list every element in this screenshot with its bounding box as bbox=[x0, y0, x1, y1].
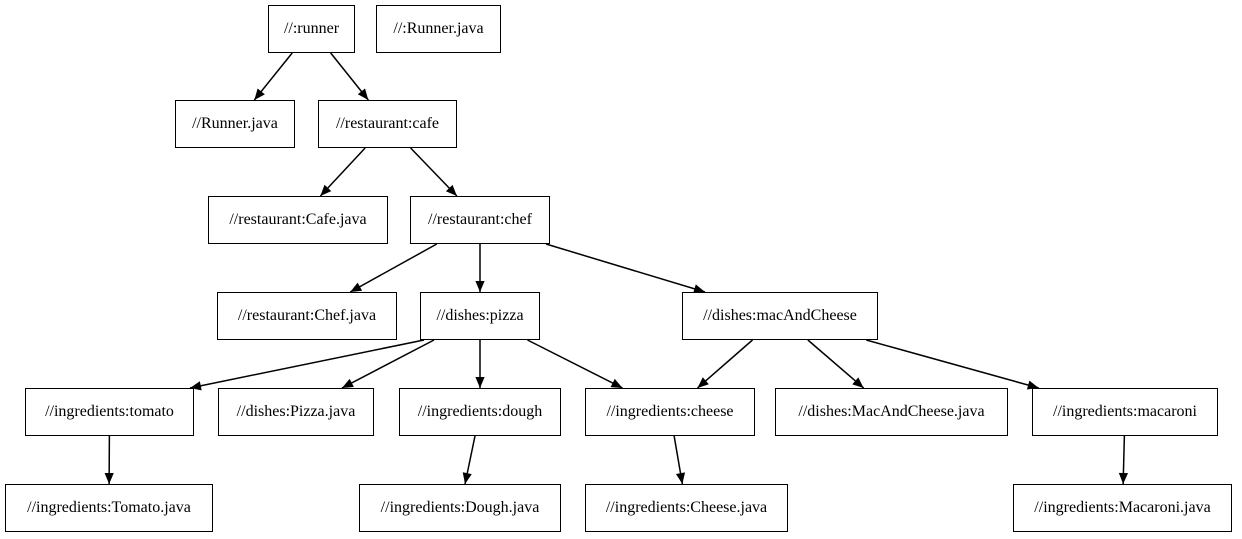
edge-cafe-chef bbox=[410, 147, 458, 197]
node-pizza-java: //dishes:Pizza.java bbox=[218, 388, 374, 436]
node-label: //ingredients:Macaroni.java bbox=[1034, 499, 1211, 516]
node-label: //Runner.java bbox=[192, 115, 278, 132]
node-label: //dishes:Pizza.java bbox=[236, 403, 356, 420]
node-label: //restaurant:cafe bbox=[335, 115, 440, 132]
node-label: //:runner bbox=[283, 20, 340, 37]
node-cheese-java: //ingredients:Cheese.java bbox=[585, 484, 788, 532]
node-macaroni-java: //ingredients:Macaroni.java bbox=[1013, 484, 1232, 532]
node-cafe-java: //restaurant:Cafe.java bbox=[208, 196, 388, 244]
edge-pizza-tomato bbox=[189, 339, 425, 391]
node-label: //:Runner.java bbox=[393, 20, 484, 37]
node-label: //restaurant:Chef.java bbox=[237, 307, 377, 324]
node-label: //ingredients:dough bbox=[417, 403, 543, 420]
node-runner-java-root: //:Runner.java bbox=[376, 5, 501, 53]
node-label: //ingredients:macaroni bbox=[1053, 403, 1197, 420]
edge-mac-and-cheese-mac-and-cheese-java bbox=[807, 339, 865, 389]
node-mac-and-cheese-java: //dishes:MacAndCheese.java bbox=[775, 388, 1008, 436]
node-label: //dishes:pizza bbox=[436, 307, 524, 324]
node-dough-java: //ingredients:Dough.java bbox=[359, 484, 561, 532]
node-pizza: //dishes:pizza bbox=[420, 292, 540, 340]
edge-mac-and-cheese-cheese bbox=[697, 339, 753, 389]
node-cafe: //restaurant:cafe bbox=[318, 100, 457, 148]
edge-cafe-cafe-java bbox=[319, 147, 366, 197]
node-tomato-java: //ingredients:Tomato.java bbox=[5, 484, 213, 532]
node-tomato: //ingredients:tomato bbox=[25, 388, 194, 436]
node-label: //ingredients:cheese bbox=[606, 403, 734, 420]
node-label: //ingredients:Cheese.java bbox=[605, 499, 768, 516]
node-label: //dishes:MacAndCheese.java bbox=[798, 403, 985, 420]
edge-pizza-pizza-java bbox=[341, 339, 435, 389]
node-label: //ingredients:tomato bbox=[45, 403, 174, 420]
node-macaroni: //ingredients:macaroni bbox=[1032, 388, 1218, 436]
edge-chef-chef-java bbox=[349, 243, 438, 293]
node-label: //restaurant:Cafe.java bbox=[229, 211, 367, 228]
node-mac-and-cheese: //dishes:macAndCheese bbox=[682, 292, 878, 340]
node-runner: //:runner bbox=[268, 5, 355, 53]
node-label: //restaurant:chef bbox=[428, 211, 532, 228]
node-label: //ingredients:Tomato.java bbox=[27, 499, 191, 516]
edge-chef-mac-and-cheese bbox=[545, 243, 706, 294]
edge-pizza-cheese bbox=[527, 339, 623, 389]
edge-mac-and-cheese-macaroni bbox=[866, 339, 1039, 390]
edge-runner-cafe bbox=[330, 52, 369, 101]
node-runner-java: //Runner.java bbox=[175, 100, 295, 148]
edge-cheese-cheese-java bbox=[673, 435, 686, 485]
node-cheese: //ingredients:cheese bbox=[585, 388, 755, 436]
node-chef-java: //restaurant:Chef.java bbox=[217, 292, 397, 340]
edge-runner-runner-java bbox=[253, 52, 293, 101]
node-label: //ingredients:Dough.java bbox=[380, 499, 540, 516]
node-chef: //restaurant:chef bbox=[410, 196, 550, 244]
edge-macaroni-macaroni-java bbox=[1118, 435, 1129, 485]
node-label: //dishes:macAndCheese bbox=[703, 307, 857, 324]
graph-edges bbox=[104, 52, 1129, 485]
node-dough: //ingredients:dough bbox=[399, 388, 561, 436]
edge-dough-dough-java bbox=[462, 435, 476, 485]
